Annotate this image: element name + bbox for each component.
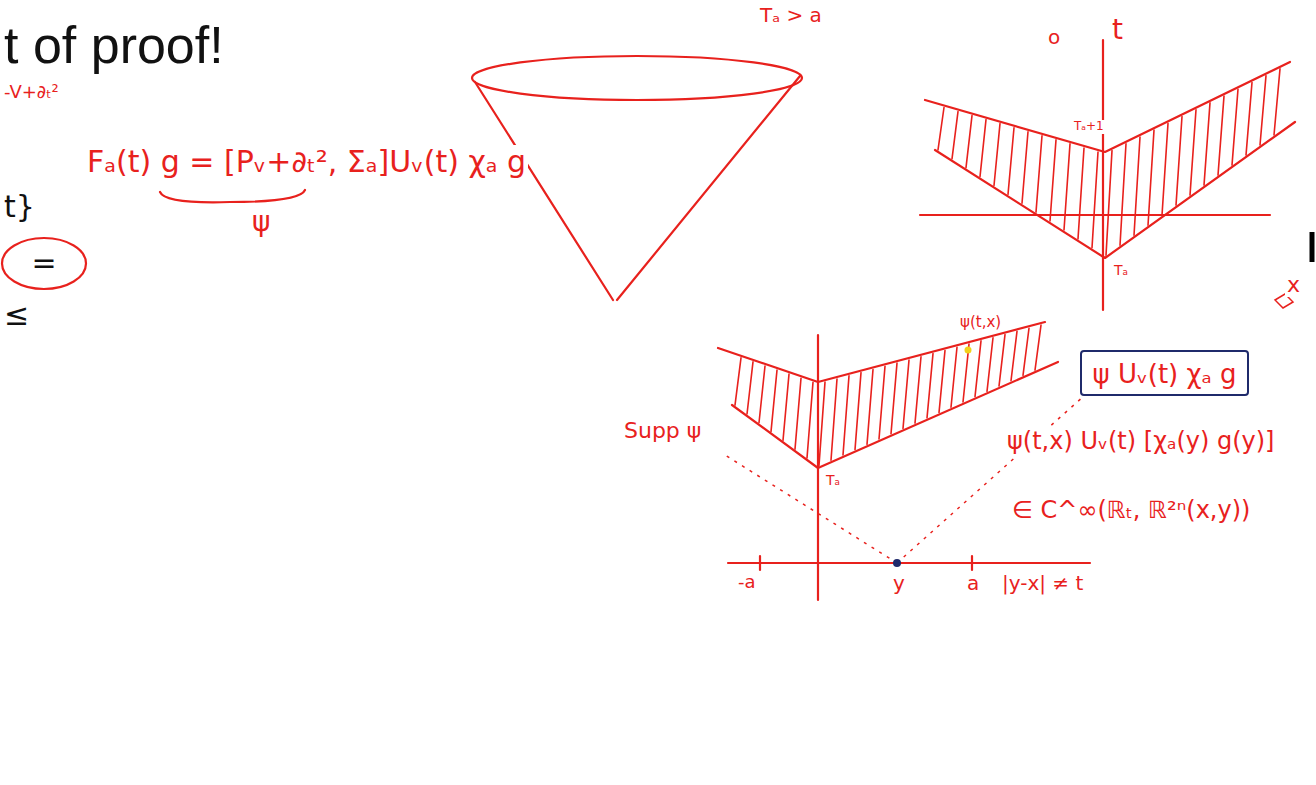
hatch-line	[867, 369, 873, 444]
hatch-line	[1011, 331, 1017, 380]
hatch-line	[975, 341, 981, 397]
node-text: =	[0, 246, 88, 281]
point-label: Tₐ+1	[1072, 120, 1106, 134]
hatch-line	[1204, 103, 1210, 185]
hatch-line	[1148, 130, 1154, 225]
hatch-line	[987, 338, 993, 392]
hatch-line	[1218, 96, 1224, 175]
hatch-line	[1190, 110, 1196, 195]
hatch-line	[980, 120, 986, 177]
hatch-line	[1064, 144, 1070, 230]
hatch-line	[966, 116, 972, 168]
hatch-line	[1162, 123, 1168, 215]
hatch-line	[1176, 117, 1182, 206]
axis-label: o	[1046, 26, 1062, 49]
cut-text: ≤	[2, 298, 31, 333]
circled-sign: =	[0, 236, 88, 291]
operator-note: -V+∂ₜ²	[2, 82, 61, 103]
hatch-line	[735, 358, 741, 405]
formula: Fₐ(t) g = [Pᵥ+∂ₜ², Σₐ]Uᵥ(t) χₐ g	[85, 145, 528, 180]
hatch-line	[819, 382, 825, 465]
axis-tick-label: a	[965, 572, 981, 595]
point-label: Tₐ	[1112, 262, 1130, 278]
hatch-line	[1134, 137, 1140, 235]
axis-tick-label: y	[891, 572, 907, 595]
hatch-line	[855, 373, 861, 450]
hatch-line	[1050, 140, 1056, 221]
hatch-line	[1078, 148, 1084, 239]
axis-tick-label: -a	[736, 572, 758, 593]
hatch-line	[1036, 136, 1042, 212]
hatch-line	[1035, 325, 1041, 370]
boxed-formula: ψ Uᵥ(t) χₐ g	[1080, 350, 1249, 396]
condition: |y-x| ≠ t	[1000, 572, 1085, 595]
hatch-line	[903, 360, 909, 429]
hatch-line	[1274, 69, 1280, 135]
hatch-line	[771, 370, 777, 432]
hatch-line	[1092, 152, 1098, 248]
hatch-line	[999, 335, 1005, 386]
hatch-line	[1260, 76, 1266, 145]
hatch-line	[994, 124, 1000, 186]
slide-title: t of proof!	[4, 16, 224, 76]
hatch-line	[915, 357, 921, 423]
hatch-line	[1008, 128, 1014, 195]
hatch-line	[843, 376, 849, 455]
note: Tₐ > a	[758, 4, 824, 27]
hatch-line	[927, 354, 933, 418]
axis-label: t	[1110, 14, 1125, 46]
formula: ∈ C^∞(ℝₜ, ℝ²ⁿ(x,y))	[1010, 497, 1252, 525]
hatch-line	[1106, 151, 1112, 256]
axis-label: x	[1285, 272, 1302, 297]
hatch-line	[939, 350, 945, 412]
hatch-line	[1232, 89, 1238, 165]
node-text: ψ Uᵥ(t) χₐ g	[1082, 360, 1247, 390]
hatch-line	[831, 379, 837, 460]
hatch-line	[952, 112, 958, 159]
hatch-line	[1022, 132, 1028, 204]
hatch-line	[879, 366, 885, 439]
formula: ψ(t,x) Uᵥ(t) [χₐ(y) g(y)]	[1005, 428, 1276, 456]
hatch-line	[783, 374, 789, 440]
hatch-line	[891, 363, 897, 434]
hatch-line	[938, 107, 944, 149]
point-label: Tₐ	[824, 472, 842, 488]
hatch-line	[951, 347, 957, 407]
point-label: ψ(t,x)	[958, 314, 1003, 331]
hatch-line	[795, 378, 801, 449]
hatch-line	[807, 382, 813, 458]
cut-text: t}	[2, 190, 37, 225]
note: Supp ψ	[622, 418, 703, 443]
hatch-line	[759, 366, 765, 423]
hatch-line	[1120, 144, 1126, 245]
symbol: ψ	[250, 206, 272, 238]
hatch-line	[1023, 328, 1029, 375]
hatch-line	[747, 362, 753, 414]
hatch-line	[1246, 82, 1252, 155]
